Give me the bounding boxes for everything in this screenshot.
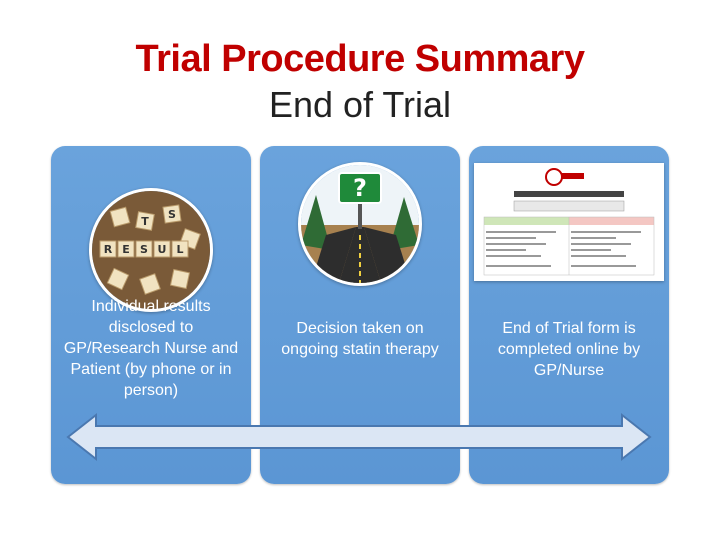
- svg-text:U: U: [158, 243, 167, 256]
- panel-text-form: End of Trial form is completed online by…: [477, 318, 661, 381]
- end-of-trial-form-thumbnail: [474, 163, 664, 281]
- svg-text:E: E: [122, 243, 130, 256]
- double-arrow-icon: [66, 412, 652, 462]
- svg-text:R: R: [104, 243, 113, 256]
- slide-title: Trial Procedure Summary: [0, 36, 720, 82]
- svg-text:L: L: [176, 243, 183, 256]
- svg-text:T: T: [141, 215, 149, 228]
- panel-text-results: Individual results disclosed to GP/Resea…: [59, 296, 243, 401]
- slide-subtitle: End of Trial: [0, 84, 720, 126]
- crossroads-question-icon: ?: [298, 162, 422, 286]
- svg-text:?: ?: [353, 174, 367, 202]
- svg-text:S: S: [168, 208, 176, 221]
- svg-text:S: S: [140, 243, 148, 256]
- panel-text-decision: Decision taken on ongoing statin therapy: [268, 318, 452, 360]
